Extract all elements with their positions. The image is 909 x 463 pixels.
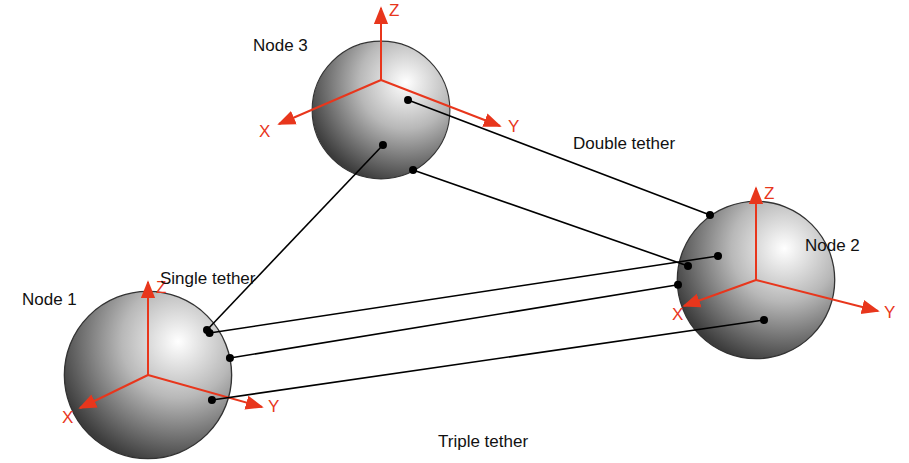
- axis-label: X: [672, 306, 683, 325]
- attachment-point: [206, 329, 214, 337]
- z-axis: [147, 282, 149, 375]
- tether-line: [212, 320, 764, 400]
- attachment-point: [760, 316, 768, 324]
- axis-label: X: [259, 123, 270, 142]
- attachment-point: [226, 354, 234, 362]
- attachment-point: [714, 252, 722, 260]
- tether-line: [408, 100, 710, 215]
- sphere-node: Node 2: [676, 200, 836, 360]
- attachment-point: [706, 211, 714, 219]
- sphere: [312, 41, 450, 179]
- node-label: Node 2: [805, 237, 860, 256]
- node-label: Node 3: [253, 37, 308, 56]
- attachment-point: [404, 96, 412, 104]
- attachment-point: [208, 396, 216, 404]
- axis-label: X: [62, 409, 73, 428]
- axis-label: Y: [508, 118, 519, 137]
- tether-line: [207, 145, 383, 330]
- z-axis: [380, 8, 382, 80]
- axis-label: Y: [884, 304, 895, 323]
- sphere-shape: [311, 40, 451, 180]
- tether-line: [230, 285, 678, 358]
- attachment-point: [684, 262, 692, 270]
- node-label: Node 1: [22, 291, 77, 310]
- sphere-shape: [676, 200, 836, 360]
- tether-line: [413, 170, 688, 266]
- sphere-node: Node 3: [311, 40, 451, 180]
- tether-label: Triple tether: [438, 433, 528, 452]
- tether-label: Single tether: [160, 270, 255, 289]
- axis-label: Z: [389, 2, 399, 21]
- z-axis: [755, 188, 757, 280]
- tether-line: [210, 256, 718, 333]
- axis-label: Y: [268, 398, 279, 417]
- attachment-point: [409, 166, 417, 174]
- attachment-point: [674, 281, 682, 289]
- sphere: [64, 291, 231, 458]
- attachment-point: [379, 141, 387, 149]
- axis-label: Z: [764, 185, 774, 204]
- sphere: [677, 201, 834, 358]
- sphere-shape: [63, 290, 233, 460]
- sphere-node: Node 1: [63, 290, 233, 460]
- tether-label: Double tether: [573, 135, 675, 154]
